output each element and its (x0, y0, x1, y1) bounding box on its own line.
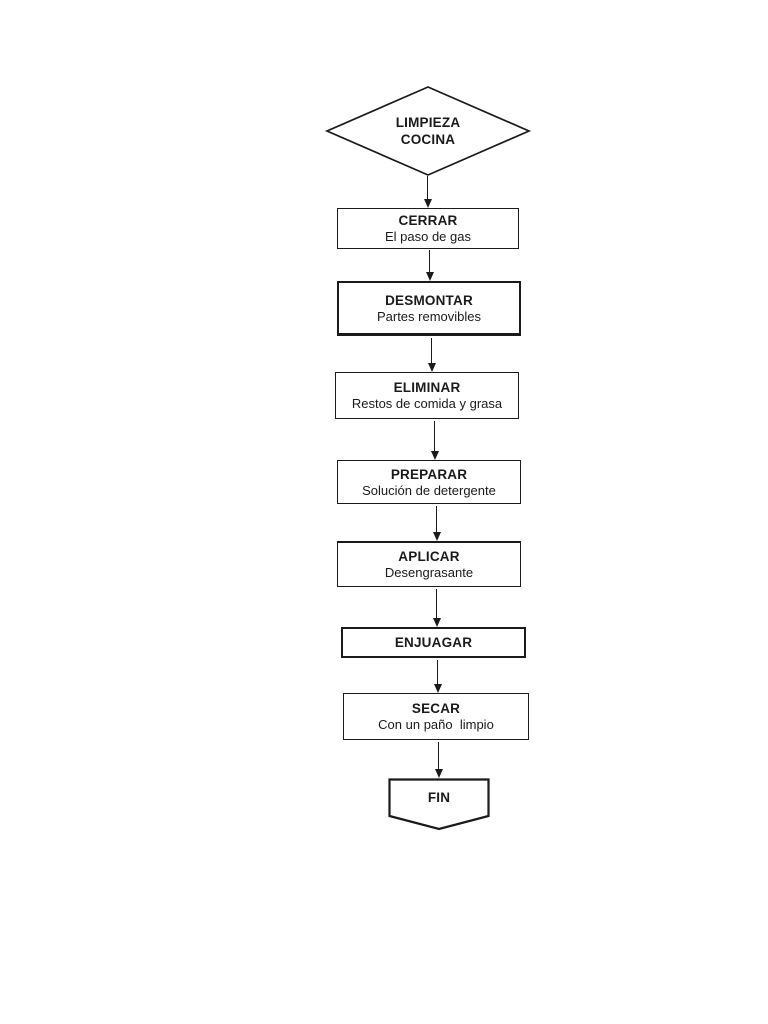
step-subtitle: El paso de gas (384, 229, 471, 244)
arrow-down-7 (437, 660, 439, 685)
step-subtitle: Restos de comida y grasa (351, 396, 503, 411)
step-title: SECAR (411, 701, 461, 716)
step-box-preparar: PREPARAR Solución de detergente (337, 460, 521, 504)
arrow-down-1 (427, 176, 429, 200)
arrow-down-6 (436, 589, 438, 619)
end-pentagon-shape (388, 778, 490, 831)
step-title: APLICAR (398, 549, 460, 564)
step-box-secar: SECAR Con un paño limpio (343, 693, 529, 740)
arrow-down-8 (438, 742, 440, 770)
step-title: ENJUAGAR (394, 635, 473, 650)
arrow-down-5 (436, 506, 438, 533)
step-subtitle: Desengrasante (384, 565, 474, 580)
arrow-down-3 (431, 338, 433, 364)
step-title: PREPARAR (390, 466, 468, 482)
step-subtitle: Con un paño limpio (378, 717, 494, 732)
arrow-down-4 (434, 421, 436, 452)
step-box-enjuagar: ENJUAGAR (341, 627, 526, 658)
step-box-aplicar: APLICAR Desengrasante (337, 541, 521, 587)
arrow-down-2 (429, 250, 431, 273)
step-title: DESMONTAR (385, 292, 473, 308)
step-box-cerrar: CERRAR El paso de gas (337, 208, 519, 249)
step-title: ELIMINAR (393, 380, 461, 395)
step-box-desmontar: DESMONTAR Partes removibles (337, 281, 521, 336)
start-diamond-shape (324, 86, 532, 176)
step-box-eliminar: ELIMINAR Restos de comida y grasa (335, 372, 519, 419)
step-subtitle: Partes removibles (376, 308, 482, 324)
step-subtitle: Solución de detergente (362, 482, 496, 498)
step-title: CERRAR (398, 213, 458, 228)
